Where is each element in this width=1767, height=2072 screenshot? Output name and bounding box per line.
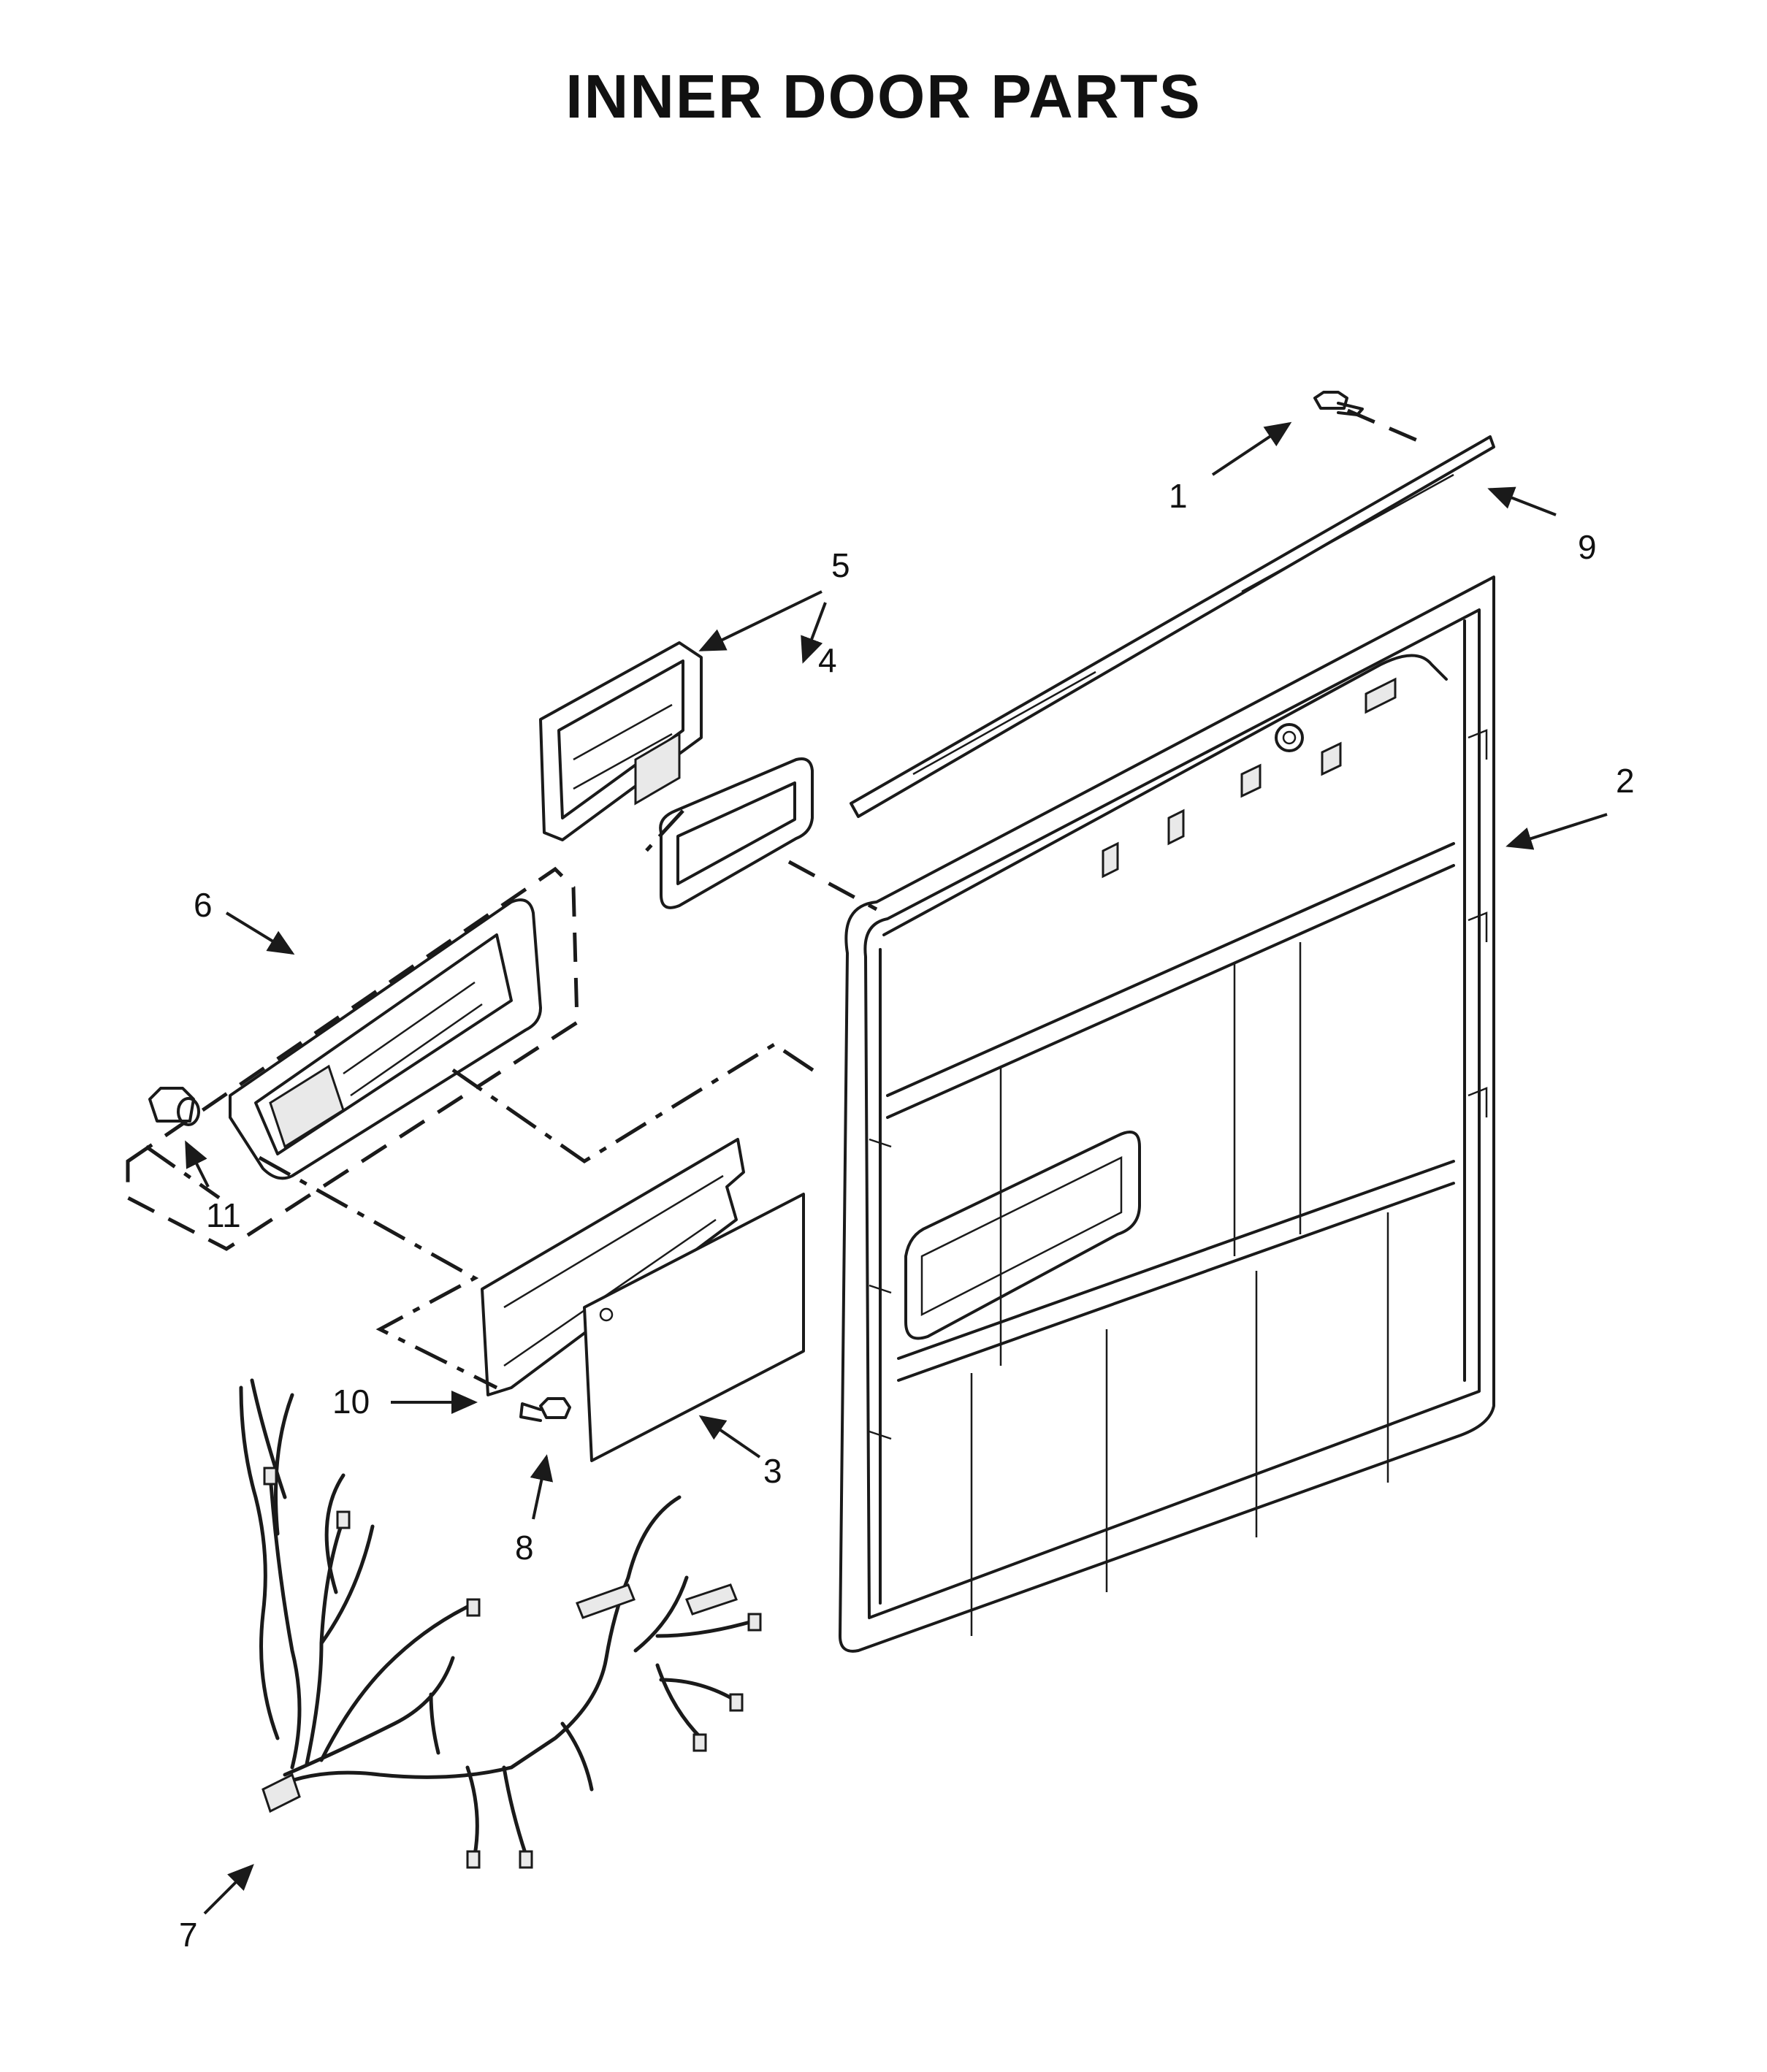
leader-lines xyxy=(145,408,1421,1390)
page-title: INNER DOOR PARTS xyxy=(565,62,1202,131)
callout-3: 3 xyxy=(763,1452,782,1490)
board-cover xyxy=(583,1193,805,1462)
screw-top xyxy=(1313,391,1364,416)
screw-board xyxy=(519,1397,571,1422)
knob xyxy=(148,1087,200,1126)
callout-6: 6 xyxy=(194,886,213,924)
callout-8: 8 xyxy=(515,1529,534,1567)
vent-bracket xyxy=(539,641,703,841)
top-trim-strip xyxy=(850,435,1495,818)
callout-1: 1 xyxy=(1169,477,1188,515)
callout-10: 10 xyxy=(332,1383,370,1421)
control-housing xyxy=(126,866,579,1251)
callout-9: 9 xyxy=(1578,528,1597,566)
gasket xyxy=(659,757,814,909)
callout-4: 4 xyxy=(818,641,837,679)
callout-11: 11 xyxy=(206,1196,241,1234)
inner-door-panel xyxy=(839,576,1495,1653)
callout-2: 2 xyxy=(1616,762,1635,800)
callout-5: 5 xyxy=(831,546,850,584)
callout-7: 7 xyxy=(179,1916,198,1954)
callout-arrows xyxy=(185,421,1608,1915)
wire-harness xyxy=(239,1378,762,1869)
